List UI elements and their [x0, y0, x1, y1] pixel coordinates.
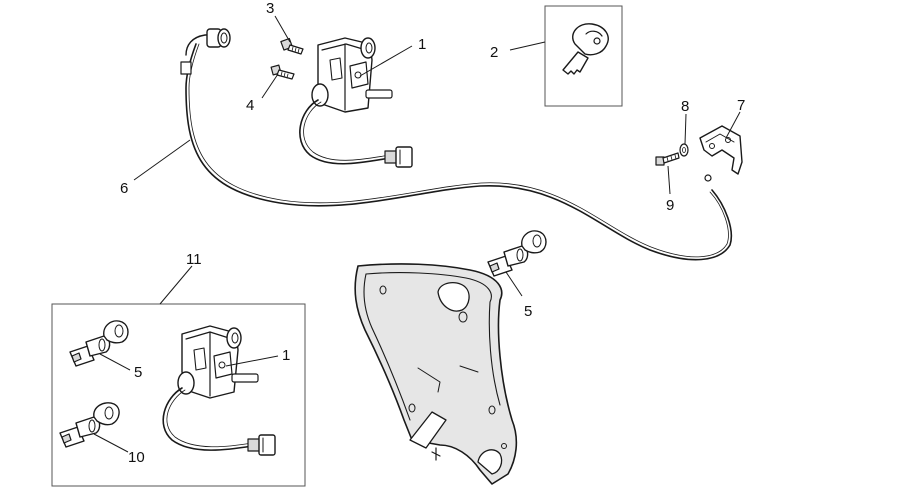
lock-assembly-kit: [162, 325, 276, 456]
glovebox-panel: [354, 263, 518, 485]
leader-9: [667, 165, 671, 195]
leader-6: [133, 139, 191, 181]
leader-8: [684, 113, 687, 145]
key-cylinder-5-mid: [487, 230, 547, 277]
leader-10: [93, 433, 129, 453]
cable-end-fitting: [180, 28, 231, 75]
callout-11: 11: [186, 251, 202, 268]
callout-8: 8: [681, 98, 689, 115]
washer-8: [679, 143, 689, 157]
leader-3: [274, 15, 291, 43]
bolt-9: [655, 152, 680, 166]
leader-11: [159, 265, 193, 305]
callout-1-kit: 1: [282, 347, 290, 364]
leader-1-kit: [225, 355, 279, 367]
leader-1-top: [359, 45, 413, 77]
kit-box: [51, 303, 306, 487]
callout-4: 4: [246, 97, 254, 114]
release-cable-inner: [188, 43, 729, 258]
leader-5-kit: [99, 353, 131, 371]
stud-4: [270, 64, 295, 80]
cable-end-ball: [704, 174, 712, 182]
callout-10: 10: [128, 449, 145, 466]
callout-9: 9: [666, 197, 674, 214]
callout-2: 2: [490, 44, 498, 61]
callout-1-top: 1: [418, 36, 426, 53]
key-box: [544, 5, 623, 107]
callout-3: 3: [266, 0, 274, 17]
leader-7: [725, 111, 741, 139]
callout-5-kit: 5: [134, 364, 142, 381]
key-cylinder-5-kit: [69, 320, 129, 367]
callout-7: 7: [737, 97, 745, 114]
leader-4: [261, 73, 279, 99]
screw-3: [280, 37, 304, 55]
key-2: [562, 23, 609, 75]
leader-5-mid: [505, 271, 523, 297]
latch-bracket-7: [699, 125, 743, 175]
release-cable: [185, 43, 732, 261]
callout-5-mid: 5: [524, 303, 532, 320]
callout-6: 6: [120, 180, 128, 197]
key-cylinder-10-kit: [59, 402, 120, 448]
leader-2: [509, 41, 546, 51]
lock-assembly-top: [299, 37, 413, 168]
